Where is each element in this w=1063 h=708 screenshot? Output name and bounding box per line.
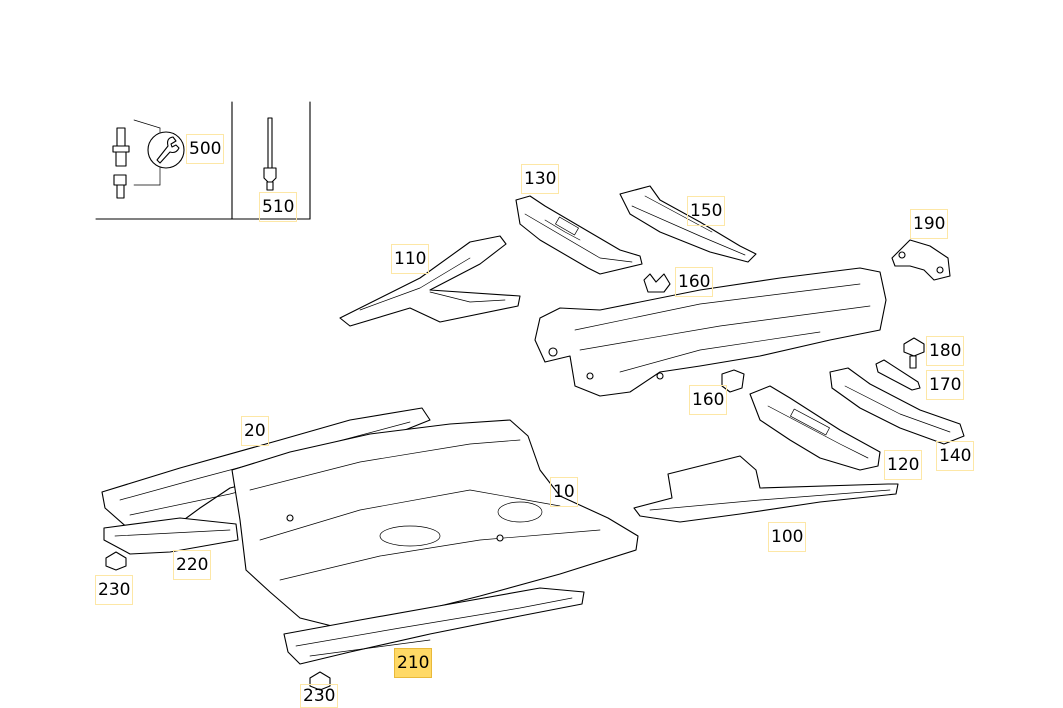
callout-220[interactable]: 220 — [173, 550, 212, 580]
hardware-kit-box — [95, 101, 311, 220]
floor-pan-part-10[interactable] — [231, 419, 639, 629]
callout-160-upper[interactable]: 160 — [675, 267, 714, 297]
screw-set-part-500[interactable] — [112, 119, 185, 199]
callout-510[interactable]: 510 — [259, 192, 298, 222]
bolt-part-180[interactable] — [903, 337, 925, 369]
callout-230-bottom[interactable]: 230 — [300, 684, 339, 708]
callout-190[interactable]: 190 — [910, 209, 949, 239]
longitudinal-member — [534, 267, 887, 397]
callout-210[interactable]: 210 — [394, 648, 433, 678]
callout-500[interactable]: 500 — [186, 134, 225, 164]
rivet-part-510[interactable] — [263, 117, 277, 191]
nut-part-230-bottom[interactable] — [309, 671, 331, 691]
side-sill-part-100[interactable] — [633, 455, 899, 523]
callout-230-left[interactable]: 230 — [95, 575, 134, 605]
callout-130[interactable]: 130 — [521, 164, 560, 194]
bracket-part-170[interactable] — [875, 359, 921, 391]
clip-part-160-lower[interactable] — [721, 369, 745, 393]
callout-170[interactable]: 170 — [926, 370, 965, 400]
bracket-part-190[interactable] — [891, 239, 951, 281]
support-part-140[interactable] — [829, 367, 965, 445]
clip-part-160-upper[interactable] — [643, 273, 671, 293]
callout-160-lower[interactable]: 160 — [689, 385, 728, 415]
bracket-part-220[interactable] — [103, 517, 239, 555]
callout-20[interactable]: 20 — [241, 416, 269, 446]
callout-120[interactable]: 120 — [884, 450, 923, 480]
cross-member-part-130[interactable] — [515, 195, 643, 275]
support-part-120[interactable] — [749, 385, 881, 471]
nut-part-230-left[interactable] — [105, 551, 127, 571]
callout-110[interactable]: 110 — [391, 244, 430, 274]
underbody-panel-part-210[interactable] — [283, 587, 585, 665]
callout-100[interactable]: 100 — [768, 522, 807, 552]
bracket-part-110[interactable] — [339, 235, 521, 327]
callout-180[interactable]: 180 — [926, 336, 965, 366]
callout-150[interactable]: 150 — [687, 196, 726, 226]
callout-10[interactable]: 10 — [550, 477, 578, 507]
callout-140[interactable]: 140 — [936, 441, 975, 471]
